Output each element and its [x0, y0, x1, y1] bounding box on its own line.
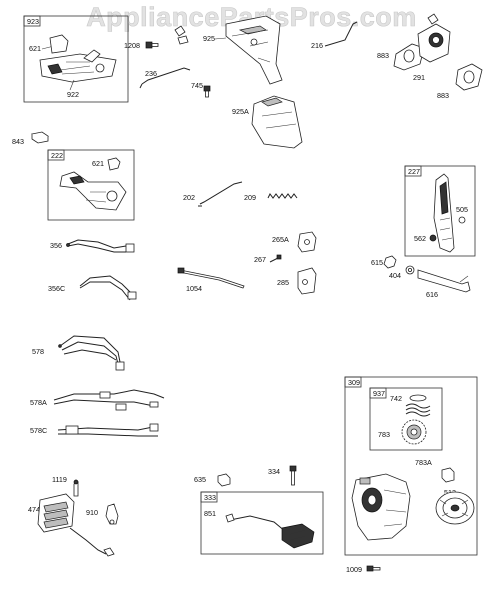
label-883-lower: 883 [437, 91, 449, 100]
label-851: 851 [204, 509, 216, 518]
label-923: 923 [27, 17, 39, 26]
label-922: 922 [67, 90, 79, 99]
part-843[interactable]: 843 [12, 131, 50, 146]
part-578a-harness[interactable]: 578A [30, 389, 165, 411]
part-209-spring[interactable]: 209 [244, 193, 298, 202]
label-925a: 925A [232, 107, 249, 116]
part-267[interactable]: 267 [254, 254, 282, 264]
part-1009[interactable]: 1009 [346, 565, 381, 574]
label-616: 616 [426, 290, 438, 299]
label-356c: 356C [48, 284, 65, 293]
part-356c-harness[interactable]: 356C [48, 275, 137, 301]
part-1054-tie[interactable]: 1054 [177, 267, 245, 293]
label-309: 309 [348, 378, 360, 387]
label-843: 843 [12, 137, 24, 146]
label-883-upper: 883 [377, 51, 389, 60]
part-1208[interactable]: 1208 [124, 41, 159, 50]
label-267: 267 [254, 255, 266, 264]
label-1208: 1208 [124, 41, 140, 50]
part-starter-motor[interactable] [351, 473, 411, 541]
part-285[interactable]: 285 [277, 267, 317, 295]
label-209: 209 [244, 193, 256, 202]
part-202-link[interactable]: 202 [183, 181, 243, 207]
label-562: 562 [414, 234, 426, 243]
label-222: 222 [51, 151, 63, 160]
kit-333[interactable]: 333 851 [200, 491, 324, 555]
label-925: 925 [203, 34, 215, 43]
label-783a: 783A [415, 458, 432, 467]
kit-309-starter[interactable]: 309 937 742 783 783A [344, 376, 478, 556]
label-291: 291 [413, 73, 425, 82]
label-578a: 578A [30, 398, 47, 407]
part-745[interactable]: 745 [191, 81, 211, 98]
label-202: 202 [183, 193, 195, 202]
part-513-flywheel[interactable] [435, 491, 475, 525]
label-1119: 1119 [52, 475, 67, 484]
part-334[interactable]: 334 [268, 465, 297, 486]
part-615[interactable]: 615 [371, 255, 397, 269]
kit-222[interactable]: 222 621 [47, 149, 135, 221]
label-285: 285 [277, 278, 289, 287]
kit-923[interactable]: 923 621 922 [23, 15, 129, 103]
label-334: 334 [268, 467, 280, 476]
part-925a-shield[interactable]: 925A [232, 95, 303, 149]
label-236: 236 [145, 69, 157, 78]
label-578: 578 [32, 347, 44, 356]
label-227: 227 [408, 167, 420, 176]
part-291-carburetor[interactable]: 291 [413, 13, 451, 82]
label-333: 333 [204, 493, 216, 502]
label-578c: 578C [30, 426, 47, 435]
part-474-module[interactable]: 474 [28, 493, 115, 557]
part-216[interactable]: 216 [311, 21, 358, 50]
label-910: 910 [86, 508, 98, 517]
label-745: 745 [191, 81, 203, 90]
label-937: 937 [373, 389, 385, 398]
label-1054: 1054 [186, 284, 202, 293]
label-742: 742 [390, 394, 402, 403]
part-616[interactable]: 616 [417, 269, 471, 299]
label-615: 615 [371, 258, 383, 267]
label-635: 635 [194, 475, 206, 484]
part-635[interactable]: 635 [194, 473, 231, 487]
part-1119[interactable]: 1119 [52, 475, 79, 497]
kit-227[interactable]: 227 505 562 [404, 165, 476, 257]
part-404[interactable]: 404 [389, 265, 415, 280]
label-356: 356 [50, 241, 62, 250]
part-356-harness[interactable]: 356 [50, 239, 135, 253]
part-883-gasket-upper[interactable]: 883 [377, 43, 425, 71]
label-265a: 265A [272, 235, 289, 244]
label-474: 474 [28, 505, 40, 514]
label-216: 216 [311, 41, 323, 50]
part-578-harness[interactable]: 578 [32, 335, 125, 371]
part-925-shroud[interactable]: 925 [203, 15, 283, 85]
kit-937-drive[interactable]: 937 742 783 [369, 387, 443, 451]
label-1009: 1009 [346, 565, 362, 574]
part-883-gasket-lower[interactable]: 883 [437, 63, 483, 100]
part-578c-harness[interactable]: 578C [30, 423, 159, 437]
label-783: 783 [378, 430, 390, 439]
label-404: 404 [389, 271, 401, 280]
label-621-top: 621 [29, 44, 41, 53]
part-236[interactable]: 236 [139, 67, 191, 89]
part-clip-top[interactable] [174, 25, 189, 45]
part-265a[interactable]: 265A [272, 231, 317, 253]
label-621-mid: 621 [92, 159, 104, 168]
part-910[interactable]: 910 [86, 503, 119, 525]
label-505: 505 [456, 205, 468, 214]
